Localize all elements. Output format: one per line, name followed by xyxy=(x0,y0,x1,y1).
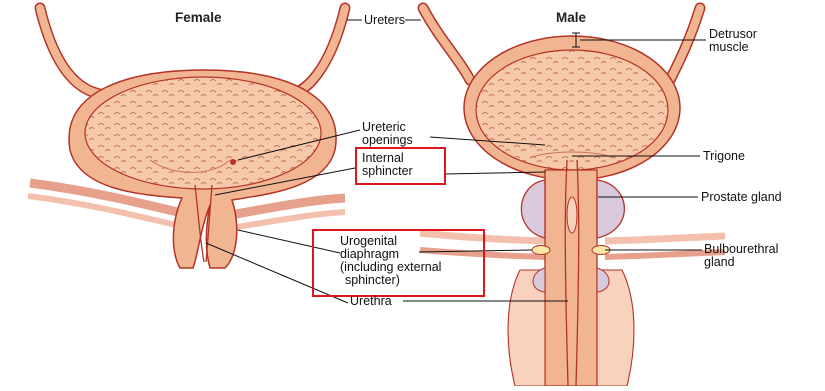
label-internal-sphincter: Internal sphincter xyxy=(362,152,413,178)
label-detrusor-line2: muscle xyxy=(709,41,757,54)
label-trigone: Trigone xyxy=(703,150,745,163)
label-internal-line2: sphincter xyxy=(362,165,413,178)
label-prostate-gland: Prostate gland xyxy=(701,191,782,204)
label-bulbourethral-gland: Bulbourethral gland xyxy=(704,243,778,269)
label-urogenital-line4: sphincter) xyxy=(340,274,441,287)
label-urogenital-diaphragm: Urogenital diaphragm (including external… xyxy=(340,235,441,287)
label-ureteric-openings: Ureteric openings xyxy=(362,121,413,147)
female-title: Female xyxy=(175,10,222,25)
label-urethra: Urethra xyxy=(350,295,392,308)
label-bulbo-line2: gland xyxy=(704,256,778,269)
label-detrusor-muscle: Detrusor muscle xyxy=(709,28,757,54)
male-title: Male xyxy=(556,10,586,25)
female-bladder xyxy=(28,8,345,268)
label-ureteric-line2: openings xyxy=(362,134,413,147)
label-ureters: Ureters xyxy=(364,14,405,27)
